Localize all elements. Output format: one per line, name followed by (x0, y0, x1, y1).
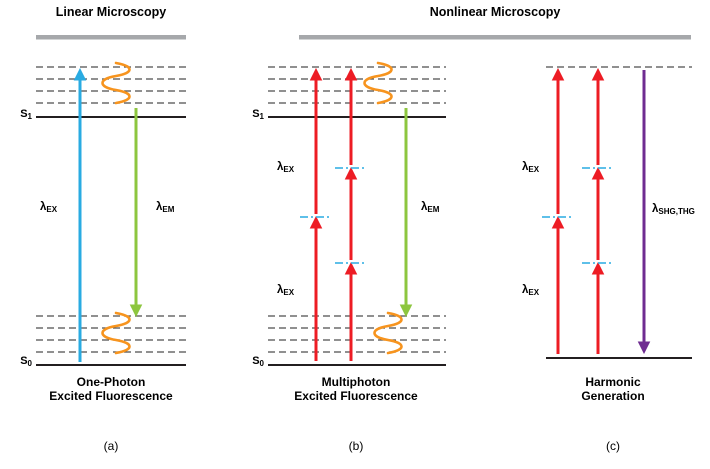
relaxation-wiggle-icon (363, 61, 393, 105)
lambda-shg-sub: SHG,THG (658, 207, 695, 216)
s1-label: S1 (6, 108, 32, 121)
lambda-symbol: λ (40, 201, 47, 213)
lambda-em-sub: EM (162, 205, 175, 214)
s0-label-base: S (252, 355, 260, 367)
s1-label: S1 (238, 108, 264, 121)
relaxation-wiggle-icon (101, 311, 131, 355)
s0-label: S0 (6, 355, 32, 368)
panel-a-energy-levels (36, 61, 186, 366)
lambda-ex-sub: EX (283, 165, 295, 174)
relaxation-wiggle-icon (373, 311, 403, 355)
panel-a-tag: (a) (103, 439, 119, 453)
panel-c-caption: Harmonic Generation (538, 375, 688, 403)
nonlinear-section-bar (299, 35, 691, 40)
s0-label-sub: 0 (259, 359, 264, 368)
lambda-ex-label: λEX (277, 284, 294, 297)
lambda-symbol: λ (156, 201, 163, 213)
s0-label-sub: 0 (27, 359, 32, 368)
lambda-symbol: λ (522, 161, 529, 173)
panel-c-caption-line2: Generation (581, 389, 645, 403)
panel-c-caption-line1: Harmonic (585, 375, 641, 389)
lambda-symbol: λ (277, 161, 284, 173)
s0-label-base: S (20, 355, 28, 367)
lambda-symbol: λ (522, 284, 529, 296)
lambda-em-sub: EM (427, 205, 440, 214)
lambda-em-label: λEM (421, 201, 439, 214)
linear-microscopy-heading: Linear Microscopy (55, 5, 167, 19)
lambda-symbol: λ (277, 284, 284, 296)
relaxation-wiggle-icon (101, 61, 131, 105)
s1-label-base: S (252, 108, 260, 120)
lambda-ex-label: λEX (277, 161, 294, 174)
lambda-ex-sub: EX (528, 288, 540, 297)
panel-b-tag: (b) (348, 439, 364, 453)
s1-label-sub: 1 (27, 112, 32, 121)
lambda-ex-label: λEX (522, 161, 539, 174)
lambda-em-label: λEM (156, 201, 174, 214)
s0-label: S0 (238, 355, 264, 368)
lambda-ex-sub: EX (46, 205, 58, 214)
lambda-ex-sub: EX (283, 288, 295, 297)
panel-b-caption-line2: Excited Fluorescence (294, 389, 418, 403)
panel-c-energy-levels (542, 66, 692, 359)
s1-label-base: S (20, 108, 28, 120)
lambda-symbol: λ (421, 201, 428, 213)
panel-c-tag: (c) (606, 439, 620, 453)
lambda-shg-thg-label: λSHG,THG (652, 203, 695, 216)
lambda-ex-sub: EX (528, 165, 540, 174)
lambda-symbol: λ (652, 203, 659, 215)
panel-a-caption-line1: One-Photon (76, 375, 146, 389)
lambda-ex-label: λEX (40, 201, 57, 214)
panel-b-caption-line1: Multiphoton (321, 375, 391, 389)
s1-label-sub: 1 (259, 112, 264, 121)
panel-a-caption-line2: Excited Fluorescence (49, 389, 173, 403)
panel-a-caption: One-Photon Excited Fluorescence (36, 375, 186, 403)
panel-b-energy-levels (268, 61, 446, 366)
panel-b-caption: Multiphoton Excited Fluorescence (271, 375, 441, 403)
linear-section-bar (36, 35, 186, 40)
nonlinear-microscopy-heading: Nonlinear Microscopy (429, 5, 561, 19)
lambda-ex-label: λEX (522, 284, 539, 297)
